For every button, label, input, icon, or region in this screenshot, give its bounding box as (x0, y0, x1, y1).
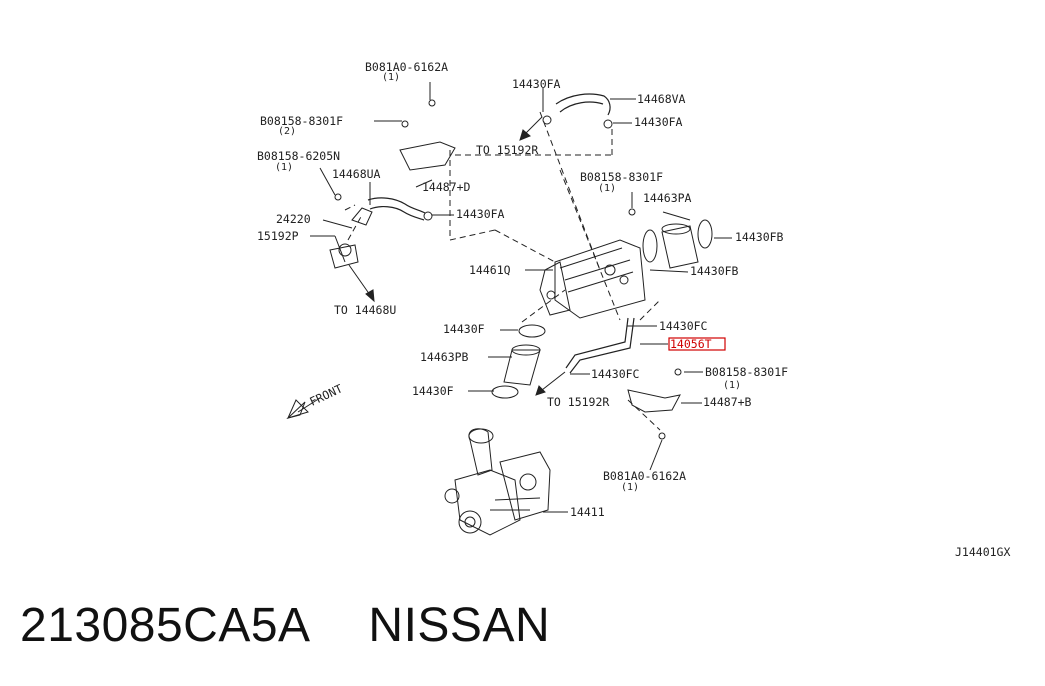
label-14461q[interactable]: 14461Q (469, 263, 511, 277)
turbocharger-14411 (444, 428, 551, 536)
sensor-assembly (329, 207, 373, 269)
part-number: 213085CA5A (20, 599, 311, 652)
cooler-14461q (539, 239, 646, 319)
dashed-guide-lines (344, 111, 661, 431)
label-15192p[interactable]: 15192P (257, 229, 299, 243)
hose-14463pb (503, 344, 541, 386)
label-08158-8301f-b[interactable]: B08158-8301F (580, 170, 663, 184)
hoses (367, 93, 635, 374)
label-08158-6205n-qty: (1) (275, 162, 293, 173)
label-14056t[interactable]: 14056T (670, 337, 712, 351)
highlight-box (668, 337, 726, 351)
label-14487d[interactable]: 14487+D (422, 180, 471, 194)
label-14430fc-1[interactable]: 14430FC (659, 319, 708, 333)
label-14463pa[interactable]: 14463PA (643, 191, 692, 205)
label-to-15192r-bottom[interactable]: TO 15192R (547, 395, 609, 409)
label-14468ua[interactable]: 14468UA (332, 167, 381, 181)
label-08158-8301f-a-qty: (2) (278, 126, 296, 137)
label-14430fb-2[interactable]: 14430FB (690, 264, 739, 278)
hose-14463pa (661, 223, 699, 269)
label-14430f-1[interactable]: 14430F (443, 322, 485, 336)
label-08158-8301f-b-qty: (1) (598, 183, 616, 194)
label-14430fb-1[interactable]: 14430FB (735, 230, 784, 244)
leader-lines (310, 82, 732, 513)
label-08158-6205n[interactable]: B08158-6205N (257, 149, 340, 163)
label-08158-8301f-c[interactable]: B08158-8301F (705, 365, 788, 379)
label-24220[interactable]: 24220 (276, 212, 311, 226)
label-14430fc-2[interactable]: 14430FC (591, 367, 640, 381)
label-14468va[interactable]: 14468VA (637, 92, 686, 106)
label-to-14468u[interactable]: TO 14468U (334, 303, 396, 317)
label-08158-8301f-c-qty: (1) (723, 380, 741, 391)
label-14430fa-2[interactable]: 14430FA (634, 115, 683, 129)
brackets (399, 141, 681, 413)
brand-name: NISSAN (368, 599, 551, 652)
label-081a0-top-qty: (1) (382, 72, 400, 83)
label-to-15192r-top[interactable]: TO 15192R (476, 143, 538, 157)
label-14411[interactable]: 14411 (570, 505, 605, 519)
label-front: FRONT (307, 381, 344, 408)
label-14430f-2[interactable]: 14430F (412, 384, 454, 398)
label-081a0-bottom[interactable]: B081A0-6162A (603, 469, 686, 483)
label-14430fa-3[interactable]: 14430FA (456, 207, 505, 221)
arrows (286, 116, 566, 419)
label-08158-8301f-a[interactable]: B08158-8301F (260, 114, 343, 128)
label-081a0-top[interactable]: B081A0-6162A (365, 60, 448, 74)
clamps (334, 99, 713, 440)
label-14463pb[interactable]: 14463PB (420, 350, 469, 364)
diagram-code: J14401GX (955, 545, 1010, 559)
label-14430fa-1[interactable]: 14430FA (512, 77, 561, 91)
part-footer: 213085CA5A NISSAN (20, 598, 594, 653)
callout-labels: B081A0-6162A (1) 14430FA 14468VA 14430FA… (257, 60, 1010, 559)
label-081a0-bottom-qty: (1) (621, 482, 639, 493)
label-14487b[interactable]: 14487+B (703, 395, 752, 409)
